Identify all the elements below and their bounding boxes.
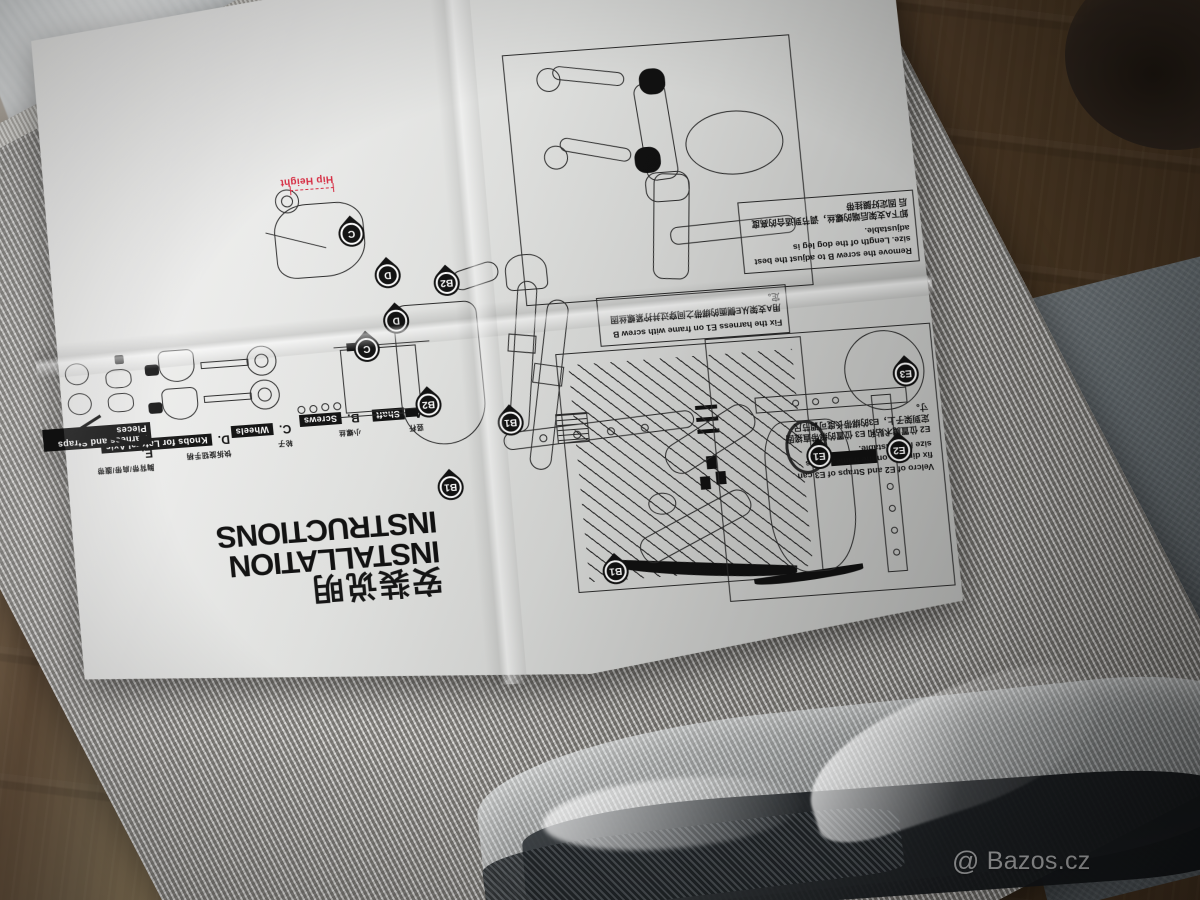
drawing-knob-1 [160,386,200,422]
watermark: @ Bazos.cz [952,846,1091,877]
drawing-leg-joint [643,170,691,204]
drawing-knob-head-1 [148,402,164,415]
hip-height-label: Hip Height [279,173,334,188]
drawing-screw-icon-2 [699,476,712,490]
note-adjust: Remove the screw B to adjust the best si… [737,189,920,275]
hip-height-dimension: Hip Height [279,173,335,196]
note-velcro: Velcro of E2 and Straps of E3 can fix di… [785,401,935,482]
instruction-sheet: 安装说明 INSTALLATION INSTRUCTIONS 竖杆 A. Sha… [0,0,968,717]
drawing-harness-loop-3 [66,392,93,416]
callout-b1-left: B1 [432,468,470,506]
drawing-harness-buckle-2 [77,433,88,444]
at-icon: @ [952,846,980,876]
drawing-main-collar-2 [507,333,537,354]
drawing-harness-loop-1 [106,392,135,414]
drawing-knob-black-1 [633,146,662,174]
drawing-axle-1 [203,392,253,403]
callout-d-lower: D [369,256,407,294]
part-e: 胸背带/肩带/腹带 E. Harness and Straps Pieces [42,420,155,480]
part-c: 轮子 C. Wheels [230,420,293,452]
watermark-site: Bazos.cz [986,847,1091,875]
part-b: 小螺丝 B. Screws [299,409,361,441]
drawing-knob-black-2 [637,67,667,96]
drawing-harness-buckle-1 [138,435,149,445]
